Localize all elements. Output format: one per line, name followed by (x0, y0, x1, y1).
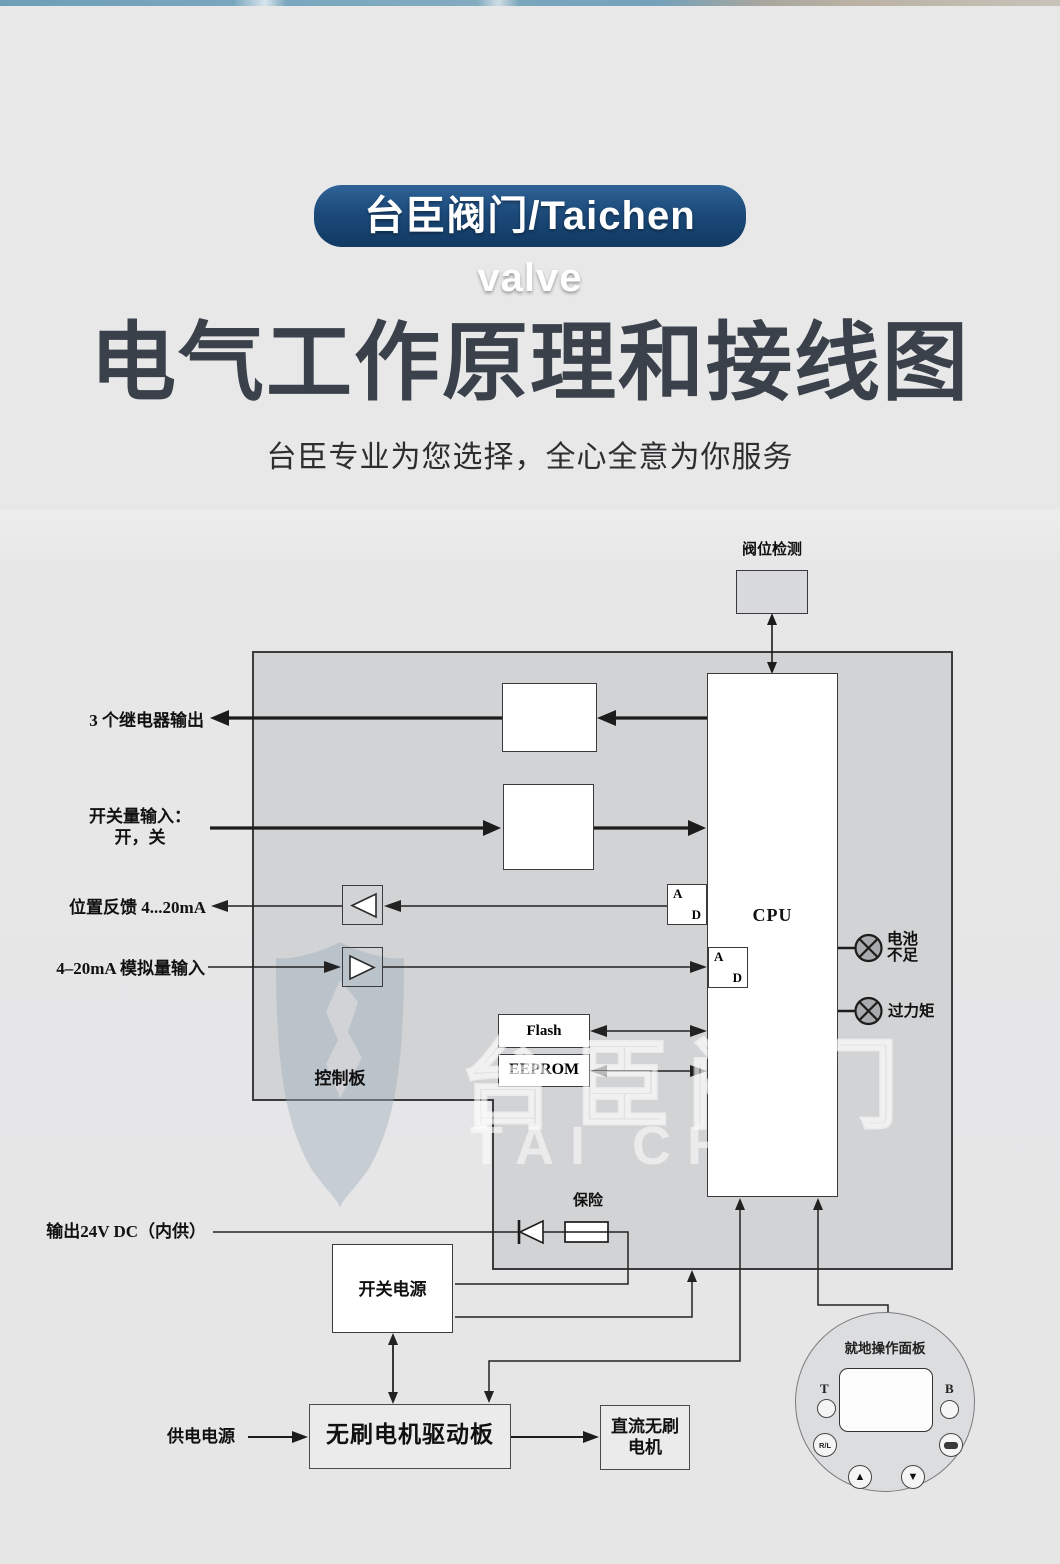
page-title: 电气工作原理和接线图 (90, 315, 970, 411)
battery-low-icon (854, 933, 883, 963)
shield-watermark-icon (276, 942, 404, 1208)
flash-label: Flash (526, 1023, 562, 1039)
motor-driver-box: 无刷电机驱动板 (309, 1404, 511, 1469)
panel-rl-label: R/L (818, 1440, 832, 1450)
cpu-box: CPU (707, 673, 838, 1197)
over-torque-icon (854, 996, 883, 1026)
switch-input-line1: 开关量输入： (89, 807, 191, 826)
brand-badge: 台臣阀门/Taichen valve (314, 185, 746, 300)
control-board-label: 控制板 (314, 1069, 366, 1088)
over-torque-label: 过力矩 (888, 1003, 935, 1020)
dc-motor-line2: 电机 (628, 1438, 662, 1458)
amp-feedback-icon (350, 892, 377, 919)
fuse-label: 保险 (572, 1193, 603, 1209)
battery-low-line1: 电池 (887, 931, 919, 948)
down-arrow-icon: ▼ (907, 1470, 919, 1483)
eeprom-label: EEPROM (508, 1061, 580, 1078)
fuse-icon (564, 1221, 609, 1243)
panel-stripes-button (939, 1433, 963, 1457)
ad-converter-box-1: A D (667, 884, 707, 925)
battery-low-label: 电池 不足 (887, 931, 919, 965)
page-subtitle: 台臣专业为您选择，全心全意为你服务 (266, 441, 794, 474)
wiring-diagram: 阀位检测 CPU A D A D Flash EEPROM 3 个继电器输出 开… (0, 510, 1060, 1564)
ad2-a-label: A (714, 949, 724, 964)
relay-output-box (502, 683, 597, 752)
eeprom-box: EEPROM (498, 1054, 590, 1087)
relay-output-label: 3 个继电器输出 (89, 711, 204, 730)
panel-down-button: ▼ (901, 1465, 925, 1489)
motor-driver-label: 无刷电机驱动板 (326, 1422, 494, 1447)
amp-feedback-box (342, 885, 383, 925)
dc-motor-box: 直流无刷 电机 (600, 1405, 690, 1470)
cpu-label: CPU (752, 905, 793, 925)
optocoupler-box (503, 784, 594, 870)
ad1-a-label: A (673, 886, 683, 901)
switch-input-label: 开关量输入： 开，关 (70, 806, 210, 849)
panel-up-button: ▲ (848, 1465, 872, 1489)
valve-detect-box (736, 570, 808, 614)
local-panel-title: 就地操作面板 (844, 1341, 926, 1356)
ad2-d-label: D (732, 970, 742, 985)
up-arrow-icon: ▲ (854, 1470, 866, 1483)
switch-input-line2: 开，关 (114, 828, 166, 848)
battery-low-line2: 不足 (887, 947, 919, 965)
amp-analog-box (342, 947, 383, 987)
dc-motor-line1: 直流无刷 (611, 1417, 679, 1436)
psu-box: 开关电源 (332, 1244, 453, 1333)
supply-label: 供电电源 (167, 1427, 235, 1446)
panel-rl-button: R/L (813, 1433, 837, 1457)
panel-b-button (940, 1400, 959, 1419)
analog-input-label: 4–20mA 模拟量输入 (56, 959, 205, 978)
psu-label: 开关电源 (358, 1280, 427, 1299)
amp-analog-icon (349, 954, 376, 981)
panel-t-label: T (820, 1381, 829, 1396)
feedback-label: 位置反馈 4...20mA (69, 898, 206, 917)
out-24v-label: 输出24V DC（内供） (46, 1222, 206, 1241)
top-edge-strip (0, 0, 1060, 6)
panel-t-button (817, 1399, 836, 1418)
valve-detect-label: 阀位检测 (741, 542, 802, 558)
ad-converter-box-2: A D (708, 947, 748, 988)
stripes-button-icon (944, 1441, 958, 1449)
ad1-d-label: D (691, 907, 701, 922)
panel-b-label: B (945, 1381, 954, 1396)
panel-screen (839, 1368, 933, 1432)
local-panel: 就地操作面板 T B R/L ▲ ▼ (795, 1312, 975, 1492)
dc-motor-label: 直流无刷 电机 (601, 1416, 689, 1459)
flash-box: Flash (498, 1014, 590, 1048)
